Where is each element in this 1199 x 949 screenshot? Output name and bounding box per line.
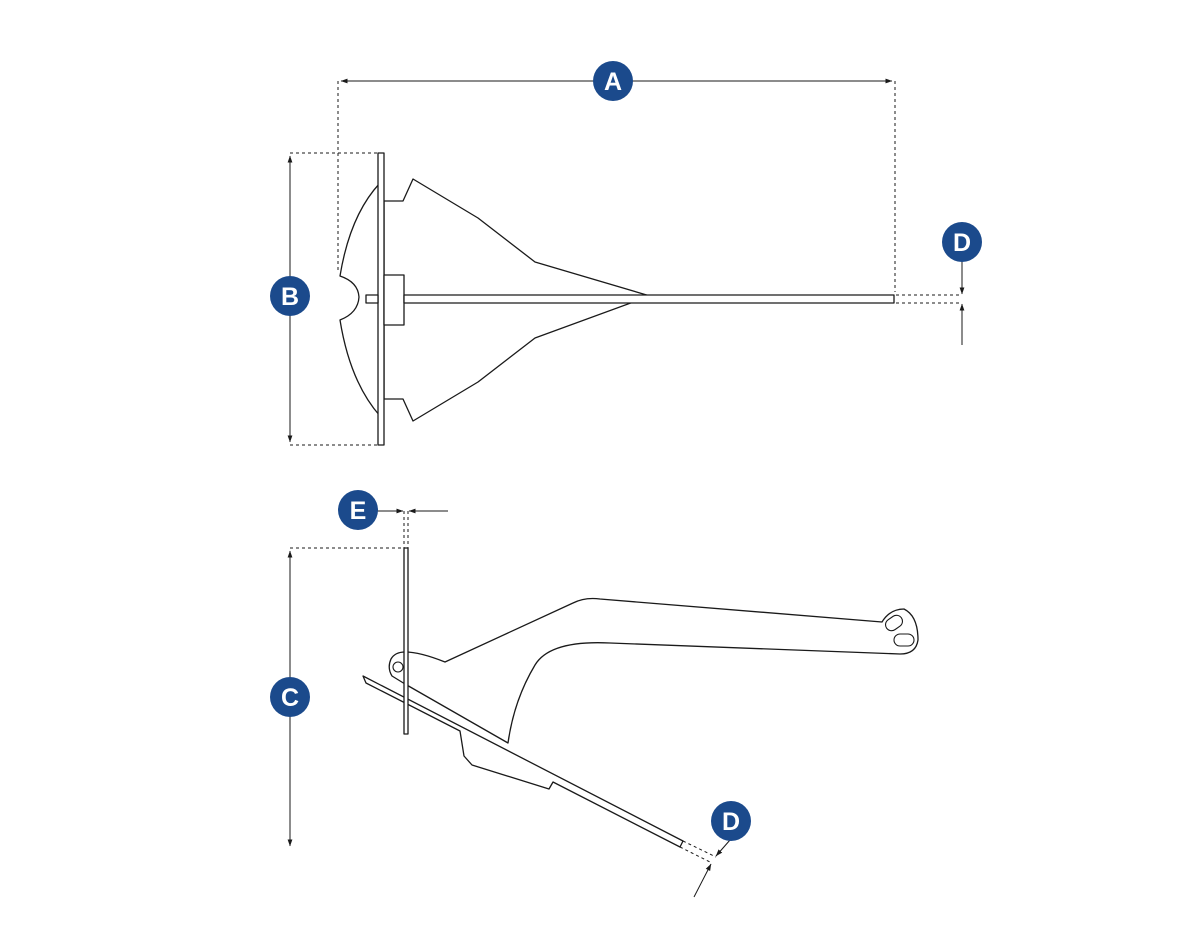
anchor-plate-edge-top [377,152,385,446]
badge-d-bottom-label: D [722,808,740,836]
badge-a: A [593,61,633,101]
dimension-d-top [896,258,965,345]
anchor-plate-edge-side [403,547,409,735]
badge-d-top-label: D [953,229,971,257]
anchor-fluke-side [362,675,684,848]
badge-b: B [270,276,310,316]
anchor-shank-top [403,294,895,304]
badge-c-label: C [281,684,299,712]
shank-pivot-hole [392,661,404,673]
anchor-hub [383,274,405,326]
badge-d-top: D [942,222,982,262]
anchor-back-plate [339,182,381,417]
anchor-shank-stub [365,294,379,304]
dimension-d-bottom [679,839,731,898]
anchor-shank-side [388,597,919,744]
badge-e: E [338,490,378,530]
badge-b-label: B [281,283,299,311]
anchor-top-view [287,78,965,446]
anchor-side-view [287,508,919,898]
shank-slot-upper [884,614,904,632]
badge-a-label: A [604,68,622,96]
badge-c: C [270,677,310,717]
badge-e-label: E [350,497,367,525]
dimension-e [376,508,448,548]
shank-slot-lower [893,633,915,647]
badge-d-bottom: D [711,801,751,841]
